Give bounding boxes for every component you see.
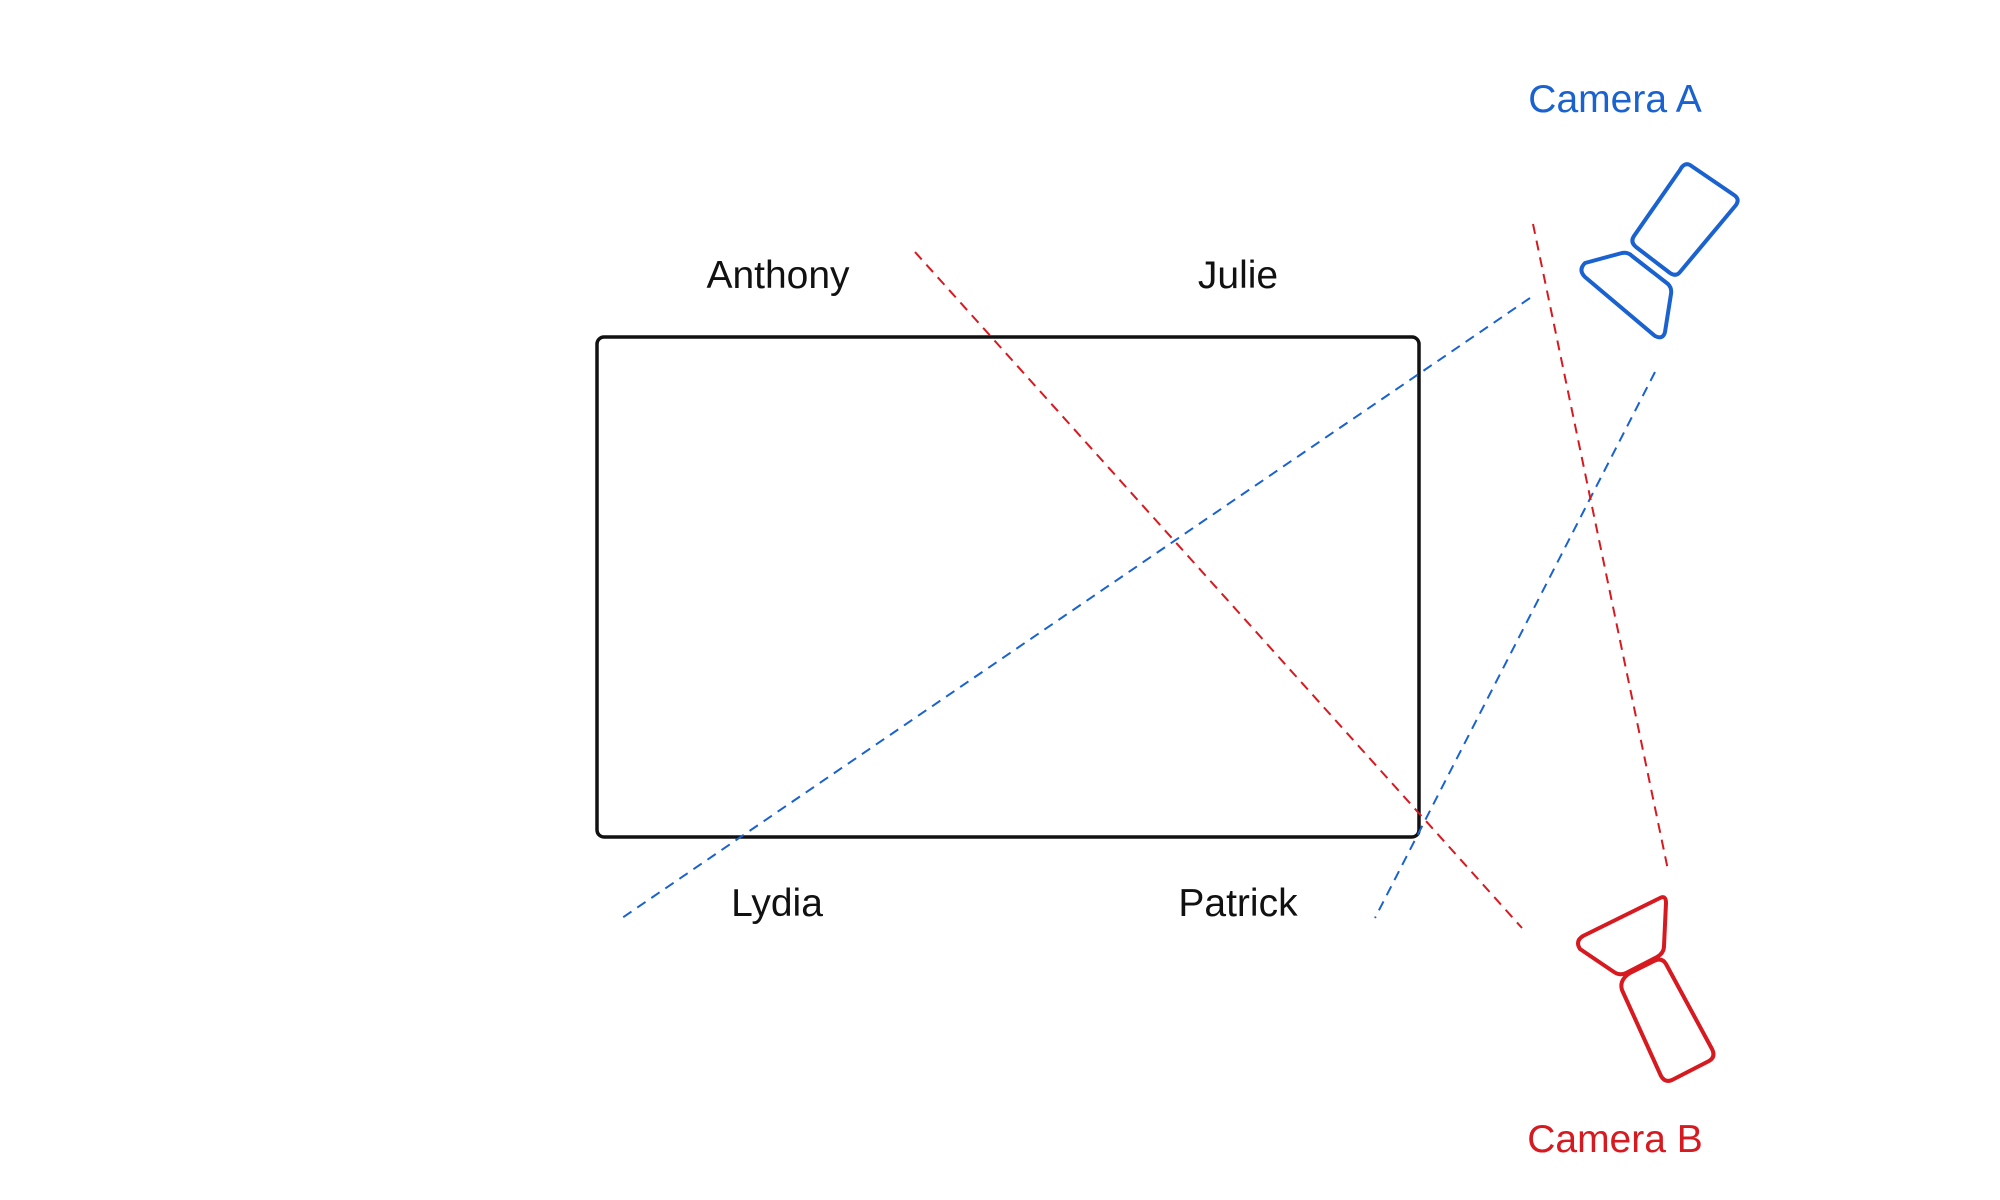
- camera-a-lens: [1579, 250, 1674, 340]
- camera-b-icon: [1576, 895, 1716, 1083]
- person-label-patrick: Patrick: [1178, 882, 1298, 925]
- camera-a-sightline-right: [1374, 371, 1656, 919]
- camera-a-body: [1630, 162, 1740, 277]
- camera-a-sightlines: [621, 297, 1656, 919]
- camera-a-sightline-left: [621, 297, 1531, 919]
- person-label-anthony: Anthony: [706, 254, 850, 297]
- camera-b-sightline-right: [1532, 223, 1669, 871]
- camera-b-body: [1619, 957, 1716, 1083]
- camera-b-sightlines: [914, 223, 1669, 929]
- table: [595, 335, 1421, 839]
- camera-a-label: Camera A: [1528, 78, 1701, 121]
- camera-b-label: Camera B: [1527, 1118, 1703, 1161]
- camera-a-icon: [1579, 162, 1740, 340]
- camera-b-sightline-left: [914, 251, 1523, 929]
- person-label-lydia: Lydia: [731, 882, 823, 925]
- person-label-julie: Julie: [1198, 254, 1278, 297]
- camera-b-lens: [1576, 895, 1668, 977]
